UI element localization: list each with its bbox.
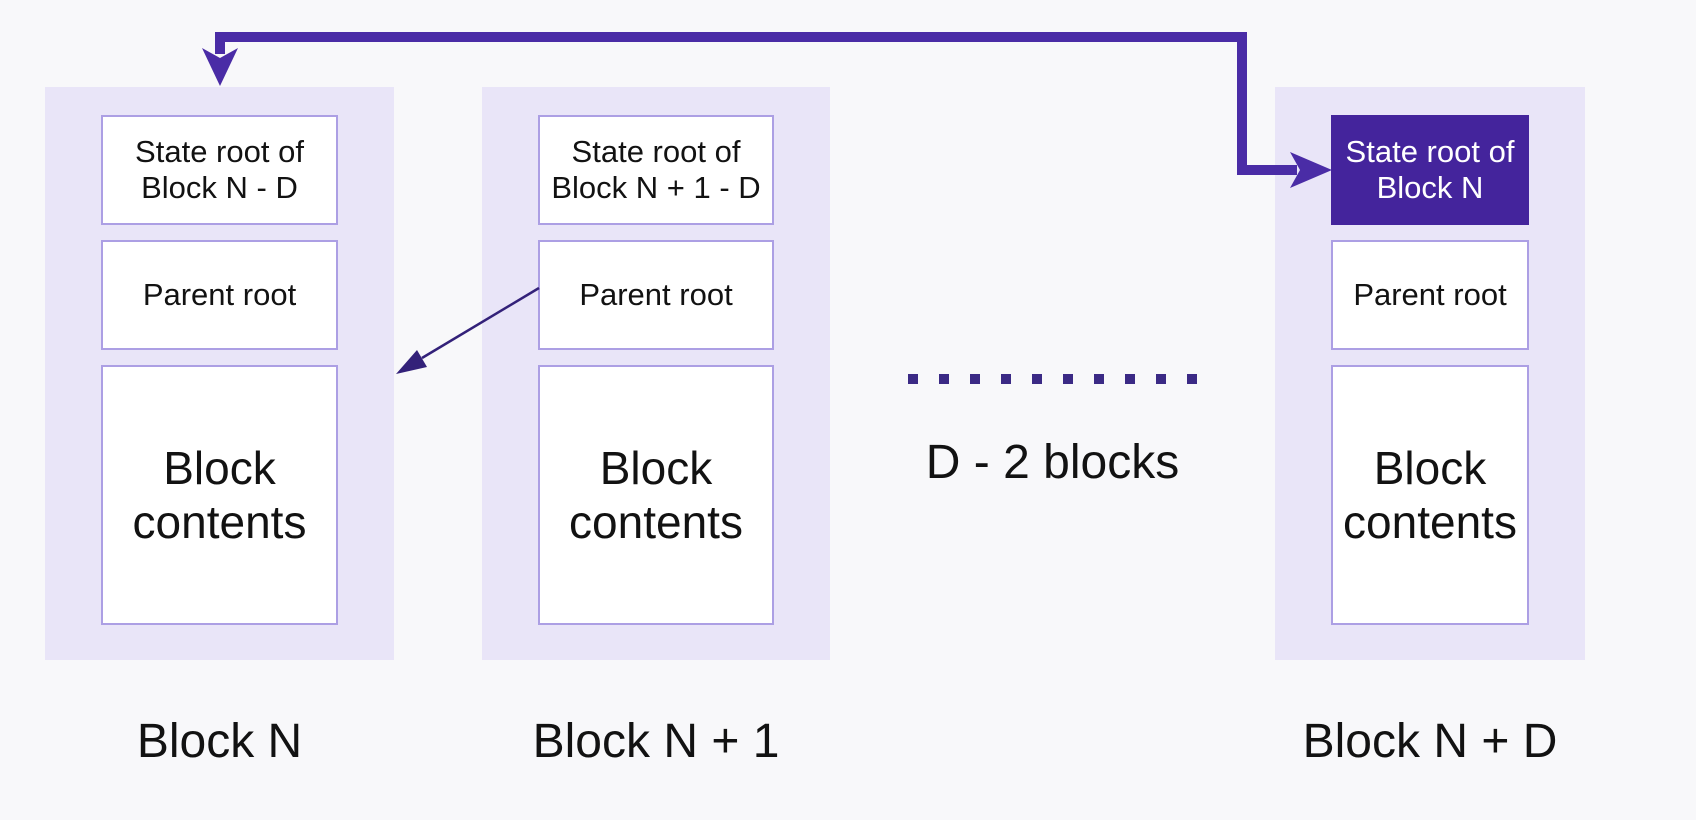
block-n-plus-1-state-root-box: State root of Block N + 1 - D — [538, 115, 774, 225]
block-n-plus-d-parent-root-label: Parent root — [1353, 277, 1507, 312]
block-n-plus-1-parent-root-box: Parent root — [538, 240, 774, 350]
block-n-label: Block N — [136, 715, 303, 768]
block-n-parent-root-label: Parent root — [142, 277, 297, 312]
block-n-plus-d-container: State root of Block N Parent root Block … — [1275, 87, 1585, 660]
block-n-plus-d-state-root-box-highlighted: State root of Block N — [1331, 115, 1529, 225]
block-n-plus-d-parent-root-box: Parent root — [1331, 240, 1529, 350]
omitted-blocks-label: D - 2 blocks — [925, 436, 1180, 489]
parent-root-arrowhead-icon — [396, 350, 427, 374]
block-n-parent-root-box: Parent root — [101, 240, 338, 350]
block-n-plus-d-state-root-label: State root of Block N — [1345, 134, 1515, 205]
state-root-arrowhead-down-icon — [202, 48, 238, 86]
block-n-plus-d-contents-box: Block contents — [1331, 365, 1529, 625]
block-n-contents-box: Block contents — [101, 365, 338, 625]
block-n-plus-1-parent-root-label: Parent root — [579, 277, 733, 312]
block-n-plus-1-contents-box: Block contents — [538, 365, 774, 625]
block-n-plus-1-label: Block N + 1 — [532, 715, 780, 768]
block-n-contents-label: Block contents — [132, 442, 307, 548]
block-n-state-root-label: State root of Block N - D — [135, 134, 304, 205]
block-n-plus-1-contents-label: Block contents — [569, 442, 743, 548]
block-n-state-root-box: State root of Block N - D — [101, 115, 338, 225]
block-n-plus-d-contents-label: Block contents — [1343, 442, 1517, 548]
block-n-container: State root of Block N - D Parent root Bl… — [45, 87, 394, 660]
block-n-plus-d-label: Block N + D — [1302, 715, 1558, 768]
block-n-plus-1-container: State root of Block N + 1 - D Parent roo… — [482, 87, 830, 660]
block-n-plus-1-state-root-label: State root of Block N + 1 - D — [551, 134, 761, 205]
